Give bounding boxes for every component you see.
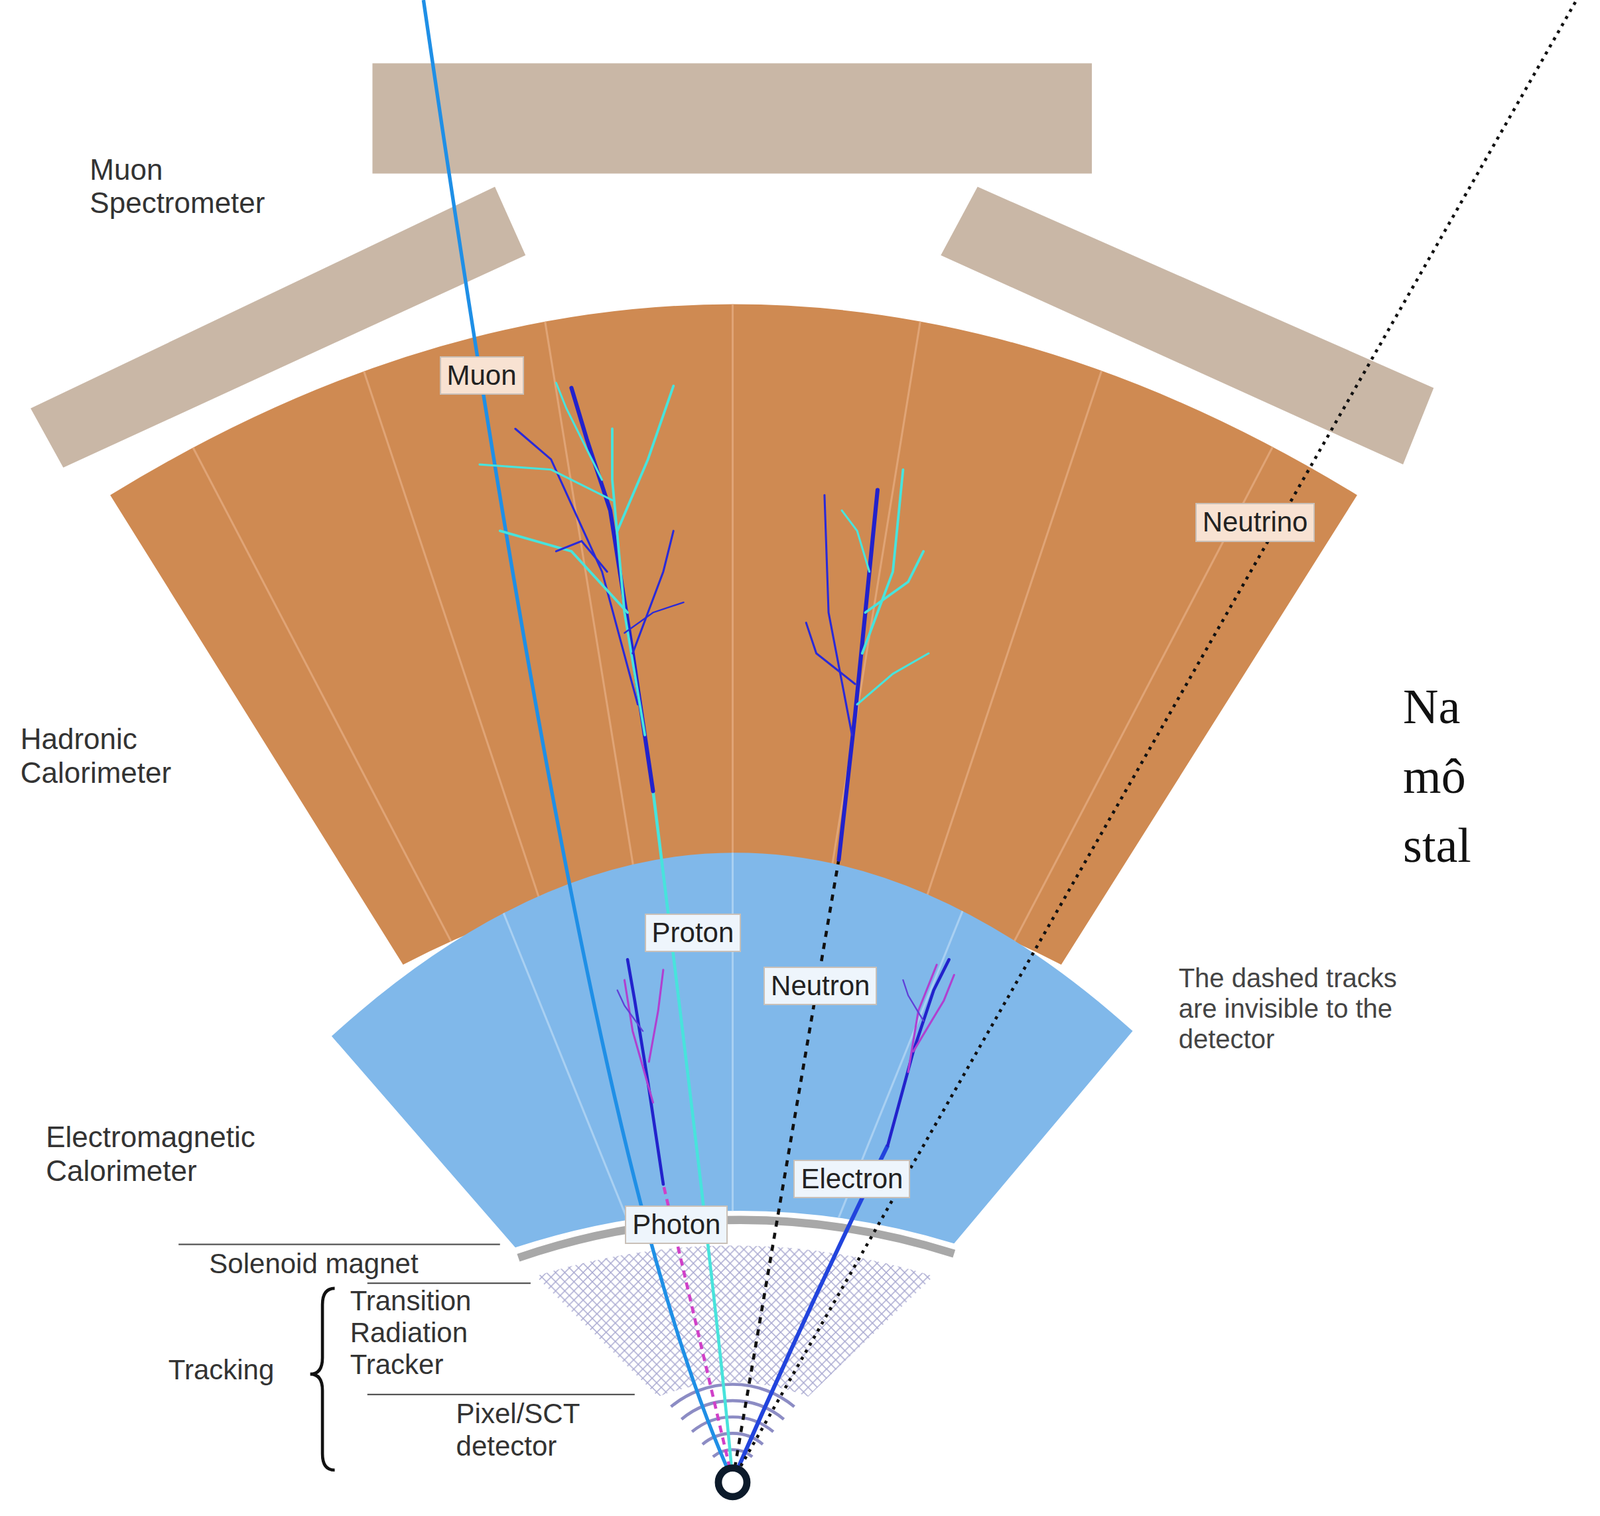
interaction-point — [718, 1467, 747, 1497]
side-label: Tracking — [168, 1353, 275, 1386]
particle-name: Neutron — [770, 969, 870, 1001]
particle-name: Proton — [652, 916, 735, 948]
side-label: Transition Radiation Tracker — [350, 1284, 497, 1382]
cut-text: stal — [1402, 817, 1472, 874]
particle-label: Electron — [793, 1159, 911, 1199]
side-label: Pixel/SCT detector — [456, 1397, 603, 1463]
particle-label: Proton — [644, 913, 742, 952]
side-label: Hadronic Calorimeter — [20, 722, 240, 790]
side-label: Solenoid magnet — [208, 1247, 418, 1280]
side-label: Muon Spectrometer — [89, 153, 309, 221]
proton-track — [652, 791, 733, 1481]
particle-label: Neutrino — [1195, 502, 1316, 542]
particle-name: Photon — [632, 1208, 721, 1240]
particle-label: Photon — [624, 1205, 728, 1244]
proton-shower — [479, 382, 684, 791]
cut-text: mô — [1402, 748, 1467, 805]
particle-label: Muon — [439, 356, 525, 395]
tracking-brace — [310, 1288, 335, 1470]
trt-region — [535, 1245, 934, 1397]
photon-shower — [617, 959, 664, 1185]
muon-chamber — [372, 63, 1092, 174]
particle-label: Neutron — [763, 966, 877, 1005]
note: The dashed tracks are invisible to the d… — [1178, 962, 1411, 1055]
muon-track — [423, 0, 733, 1480]
particle-name: Neutrino — [1202, 506, 1309, 538]
side-label: Electromagnetic Calorimeter — [45, 1120, 265, 1188]
particle-name: Electron — [800, 1162, 903, 1195]
electron-shower — [887, 959, 954, 1145]
leader-line — [367, 1393, 635, 1396]
leader-line — [178, 1243, 501, 1246]
neutron-shower — [805, 469, 929, 860]
proton-track — [652, 791, 733, 1481]
leader-line — [367, 1282, 531, 1284]
particle-name: Muon — [447, 359, 517, 391]
cut-text: Na — [1402, 678, 1461, 735]
neutrino-track — [732, 0, 1577, 1480]
